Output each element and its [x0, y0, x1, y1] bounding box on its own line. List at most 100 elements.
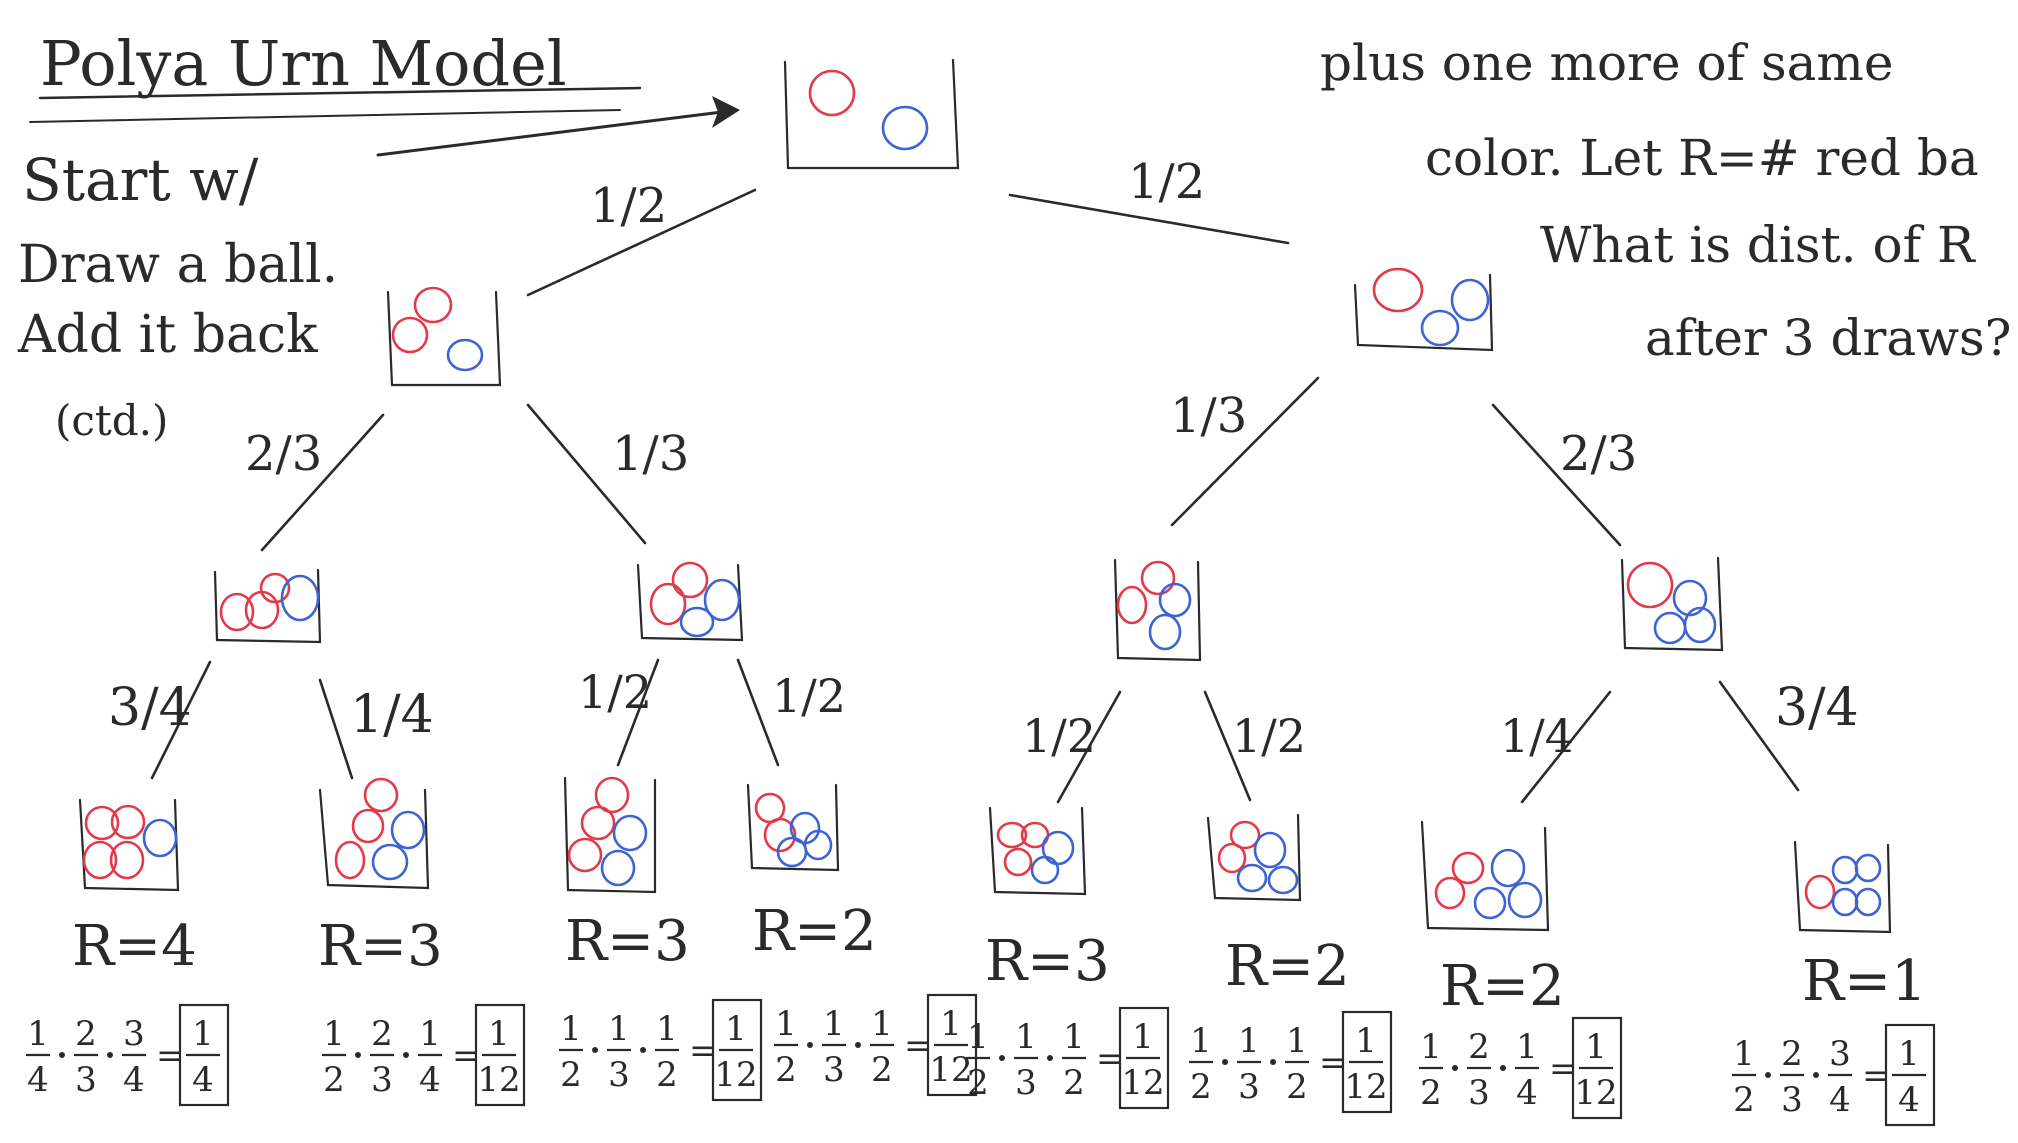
note-after: after 3 draws? [1645, 309, 2011, 367]
leaf-5-factor-1: 12 [966, 1017, 990, 1103]
leaf-3-result: 112 [711, 998, 763, 1102]
leaf-5-times-2 [1047, 1055, 1053, 1061]
leaf-7-factor-3-denominator: 4 [1516, 1073, 1538, 1113]
leaf-r-1: R=4 [72, 914, 197, 979]
leaf-3-factor-2: 13 [607, 1009, 631, 1095]
leaf-7-result: 112 [1571, 1016, 1623, 1120]
edge-label-RLR: 1/2 [1232, 709, 1306, 763]
edge-RLR [1203, 690, 1252, 802]
title-underline-2 [29, 109, 621, 123]
start-arrow-line [376, 110, 724, 157]
urn-level2-3 [1113, 558, 1202, 662]
leaf-probabilities: 142334=14122314=112121312=112121312=1121… [26, 993, 1936, 1127]
urn-leaf-5 [988, 806, 1087, 896]
leaf-4-times-1 [807, 1042, 813, 1048]
note-add: Add it back [17, 305, 318, 365]
leaf-1-times-1 [59, 1052, 65, 1058]
leaf-7-result-box [1571, 1016, 1623, 1120]
leaf-6-factor-2-numerator: 1 [1238, 1021, 1260, 1061]
leaf-6-result-denominator: 12 [1344, 1067, 1387, 1107]
leaf-6-times-1 [1222, 1059, 1228, 1065]
note-color: color. Let R=# red ba [1425, 129, 1979, 187]
leaf-8-factor-3: 34 [1828, 1034, 1852, 1120]
edge-RLL [1056, 690, 1122, 804]
urn-level2-1 [213, 568, 322, 644]
edge-label-LRR: 1/2 [772, 669, 846, 723]
leaf-3-factor-1: 12 [559, 1009, 583, 1095]
leaf-7-factor-2-denominator: 3 [1468, 1073, 1490, 1113]
leaf-2-factor-3-denominator: 4 [419, 1060, 441, 1100]
leaf-r-6: R=2 [1225, 934, 1350, 999]
leaf-2-factor-3: 14 [418, 1014, 442, 1100]
leaf-4-factor-2-numerator: 1 [823, 1004, 845, 1044]
leaf-3-factor-3-denominator: 2 [656, 1055, 678, 1095]
edge-LLR [318, 678, 354, 780]
edge-RL [1170, 376, 1320, 527]
urn-leaf-1 [78, 798, 180, 892]
leaf-7-factor-2: 23 [1467, 1027, 1491, 1113]
leaf-6-factor-2: 13 [1237, 1021, 1261, 1107]
leaf-7-factor-3: 14 [1515, 1027, 1539, 1113]
leaf-7-factor-2-numerator: 2 [1468, 1027, 1490, 1067]
leaf-4-factor-1-numerator: 1 [775, 1004, 797, 1044]
leaf-1-result: 14 [178, 1003, 230, 1107]
note-plus: plus one more of same [1320, 34, 1893, 92]
leaf-2-factor-2-denominator: 3 [371, 1060, 393, 1100]
leaf-3-times-2 [640, 1047, 646, 1053]
leaf-5-result-box [1118, 1006, 1170, 1110]
edge-R1 [1008, 193, 1290, 245]
leaf-3-factor-2-numerator: 1 [608, 1009, 630, 1049]
urn-leaf-8 [1793, 840, 1892, 934]
note-start: Start w/ [22, 146, 259, 214]
leaf-4-factor-2: 13 [822, 1004, 846, 1090]
leaf-4-factor-2-denominator: 3 [823, 1050, 845, 1090]
leaf-3-factor-3-numerator: 1 [656, 1009, 678, 1049]
leaf-r-7: R=2 [1440, 954, 1565, 1019]
leaf-4-factor-3-numerator: 1 [871, 1004, 893, 1044]
edge-LLL [150, 660, 212, 780]
leaf-3-times-1 [592, 1047, 598, 1053]
note-dist: What is dist. of R [1540, 216, 1976, 274]
leaf-1-factor-3: 34 [122, 1014, 146, 1100]
leaf-8-result: 14 [1884, 1023, 1936, 1127]
edge-label-RR: 2/3 [1560, 426, 1637, 482]
leaf-1-factor-2-numerator: 2 [75, 1014, 97, 1054]
leaf-6-result-box [1341, 1010, 1393, 1114]
leaf-5-factor-3-numerator: 1 [1063, 1017, 1085, 1057]
leaf-5-factor-1-denominator: 2 [967, 1063, 989, 1103]
leaf-7-factor-3-numerator: 1 [1516, 1027, 1538, 1067]
edge-LL [260, 413, 385, 552]
note-ctd: (ctd.) [55, 396, 168, 445]
leaf-4-result-denominator: 12 [929, 1050, 972, 1090]
leaf-4-factor-3-denominator: 2 [871, 1050, 893, 1090]
urn-level1-left [386, 286, 502, 387]
edge-LR [526, 403, 647, 545]
leaf-3-factor-1-denominator: 2 [560, 1055, 582, 1095]
leaf-5-factor-2-numerator: 1 [1015, 1017, 1037, 1057]
leaf-1-result-numerator: 1 [192, 1014, 214, 1054]
leaf-5-factor-3: 12 [1062, 1017, 1086, 1103]
leaf-8-times-2 [1813, 1072, 1819, 1078]
note-draw: Draw a ball. [18, 235, 338, 295]
leaf-8-factor-3-numerator: 3 [1829, 1034, 1851, 1074]
leaf-1-times-2 [107, 1052, 113, 1058]
urn-leaf-2 [318, 777, 430, 890]
urn-root [783, 58, 960, 170]
leaf-2-times-2 [403, 1052, 409, 1058]
edge-RRL [1520, 690, 1612, 804]
leaf-4-result-box [926, 993, 978, 1097]
leaf-6-result: 112 [1341, 1010, 1393, 1114]
leaf-2-result: 112 [474, 1003, 526, 1107]
leaf-6-factor-2-denominator: 3 [1238, 1067, 1260, 1107]
leaf-r-3: R=3 [565, 909, 690, 974]
urn-level2-4 [1620, 556, 1724, 652]
leaf-7-times-2 [1500, 1065, 1506, 1071]
leaf-5-result-numerator: 1 [1132, 1017, 1154, 1057]
edge-label-R1: 1/2 [1128, 154, 1205, 210]
edge-L1 [526, 188, 757, 297]
leaf-8-factor-3-denominator: 4 [1829, 1080, 1851, 1120]
leaf-7-result-numerator: 1 [1585, 1027, 1607, 1067]
leaf-8-factor-1-numerator: 1 [1733, 1034, 1755, 1074]
leaf-1-factor-1-denominator: 4 [27, 1060, 49, 1100]
